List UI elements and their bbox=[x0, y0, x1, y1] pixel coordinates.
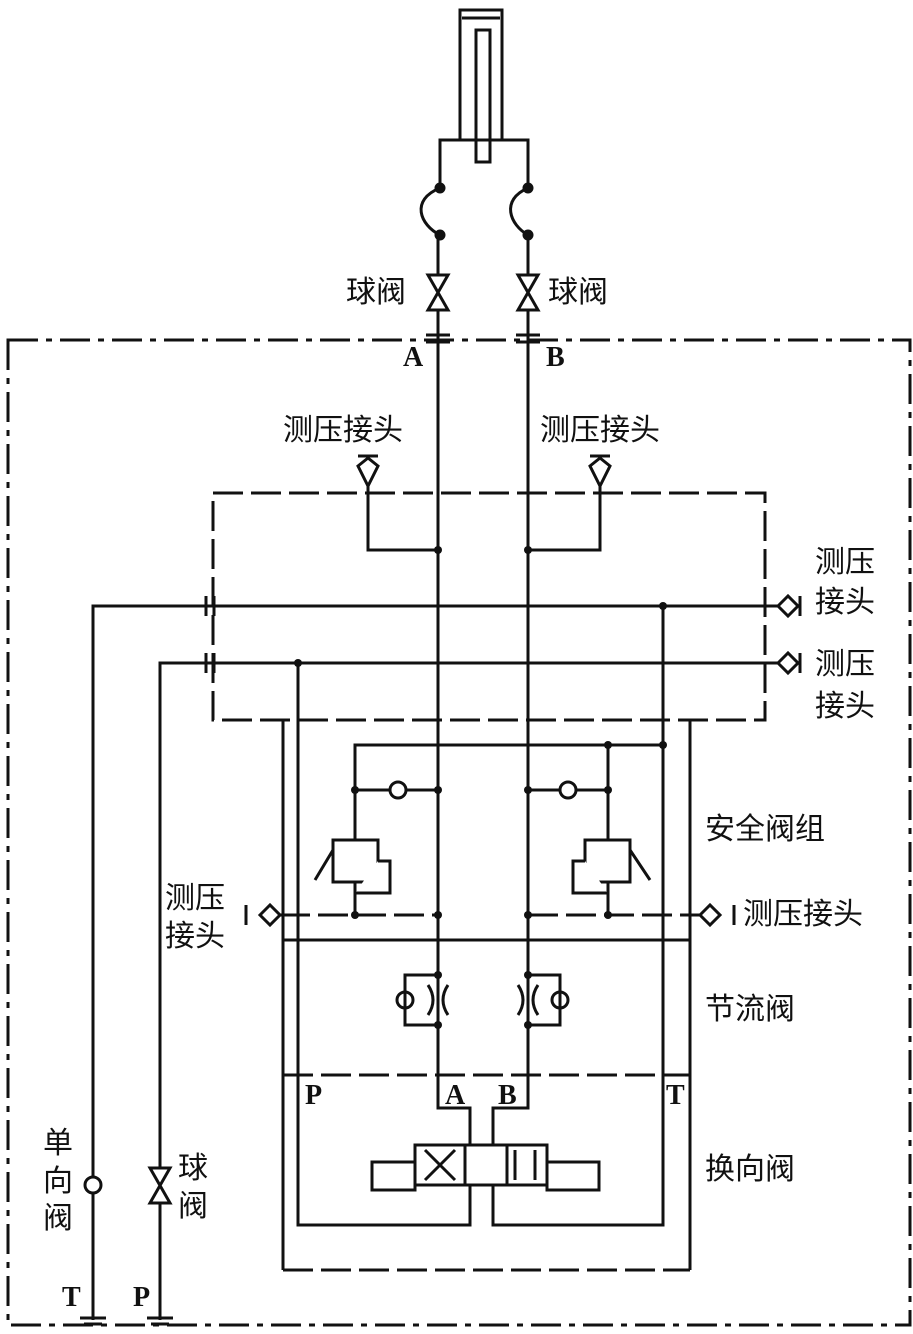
tank-icon bbox=[80, 1316, 173, 1326]
hose-icon bbox=[419, 182, 534, 241]
safety-valve-group-label: 安全阀组 bbox=[705, 812, 825, 847]
ball-valve-label: 球阀 bbox=[548, 275, 608, 310]
pressure-port-label: P bbox=[133, 1282, 151, 1313]
hydraulic-cylinder bbox=[438, 8, 530, 188]
gauge-label: 测压 bbox=[815, 647, 875, 682]
ball-valve-label: 球阀 bbox=[346, 275, 406, 310]
gauge-label: 测压 bbox=[165, 881, 225, 916]
pressure-gauge-icon bbox=[244, 454, 802, 928]
gauge-label: 测压 bbox=[815, 545, 875, 580]
relief-valve-icon bbox=[313, 838, 652, 895]
check-valve-label: 单向阀 bbox=[43, 1126, 73, 1236]
ball-valve-label: 球阀 bbox=[178, 1151, 208, 1224]
throttle-valve-icon bbox=[403, 973, 562, 1027]
port-p-label: P bbox=[305, 1080, 323, 1111]
gauge-label: 接头 bbox=[815, 585, 875, 620]
port-b-label: B bbox=[498, 1080, 517, 1111]
gauge-label: 测压接头 bbox=[283, 413, 403, 448]
junction-dot bbox=[294, 546, 667, 1029]
throttle-valve-label: 节流阀 bbox=[705, 992, 795, 1027]
directional-valve-label: 换向阀 bbox=[705, 1152, 795, 1187]
port-t-label: T bbox=[666, 1080, 685, 1111]
tank-port-label: T bbox=[62, 1282, 81, 1313]
gauge-label: 测压接头 bbox=[743, 897, 863, 932]
gauge-label: 接头 bbox=[165, 919, 225, 954]
port-a-label: A bbox=[403, 342, 424, 373]
port-a-label: A bbox=[445, 1080, 466, 1111]
ball-valve-icon bbox=[425, 273, 541, 312]
gauge-label: 接头 bbox=[815, 689, 875, 724]
gauge-label: 测压接头 bbox=[540, 413, 660, 448]
outer-boundary bbox=[6, 338, 912, 1327]
ball-valve-icon bbox=[147, 1166, 173, 1205]
port-b-label: B bbox=[546, 342, 565, 373]
directional-valve-icon bbox=[370, 1143, 601, 1192]
